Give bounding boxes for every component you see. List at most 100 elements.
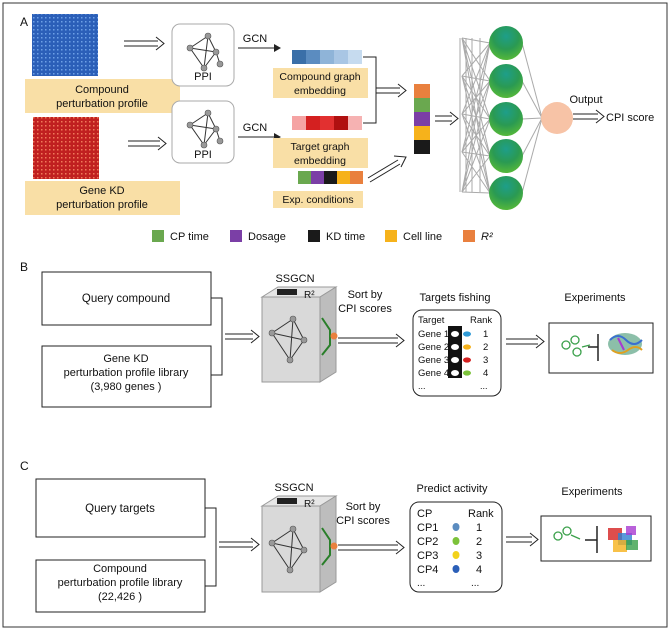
legend-swatch-kd-time	[308, 230, 320, 242]
genekd-label-box	[25, 181, 180, 215]
arrow-output	[573, 109, 605, 124]
panel-b-sort-line2: CPI scores	[338, 303, 392, 315]
arrow-b-to-model	[225, 329, 260, 344]
ppi-network-bottom	[171, 100, 235, 164]
genekd-library-line1: Gene KD	[103, 353, 148, 365]
compound-label-line2: perturbation profile	[56, 98, 148, 110]
genekd-library-line3: (3,980 genes )	[91, 381, 162, 393]
legend: CP time Dosage KD time Cell line R²	[152, 230, 493, 243]
panel-c-rank4: 4	[476, 564, 482, 576]
ppi-label-top: PPI	[194, 71, 212, 83]
compound-embedding-vector	[292, 50, 362, 64]
target-embedding-label-box	[273, 138, 368, 168]
genekd-profile-heatmap	[33, 117, 99, 179]
arrow-c-to-experiments	[506, 532, 539, 547]
exp-conditions-vector	[298, 171, 363, 184]
panel-b-row4-name: Gene 4	[418, 368, 449, 379]
output-node	[541, 102, 573, 134]
ppi-network-top	[171, 23, 235, 87]
panel-b-row2-name: Gene 2	[418, 342, 449, 353]
panel-c-col-rank: Rank	[468, 508, 494, 520]
panel-b-ellipsis-right: ...	[480, 381, 488, 391]
panel-c-rank2: 2	[476, 536, 482, 548]
arrow-c-to-model	[219, 537, 260, 552]
concatenated-feature-vector	[414, 84, 430, 154]
target-embedding-line1: Target graph	[291, 141, 350, 153]
panel-b-letter: B	[20, 260, 28, 274]
panel-c-rank-icons	[452, 523, 460, 573]
panel-b-model-label: SSGCN	[275, 273, 314, 285]
panel-b-rank-icons	[463, 331, 471, 376]
panel-b-input-bracket	[211, 297, 223, 376]
panel-a-letter: A	[20, 15, 28, 29]
query-targets-label: Query targets	[85, 503, 155, 515]
genekd-library-line2: perturbation profile library	[64, 367, 189, 379]
target-embedding-line2: embedding	[294, 155, 346, 167]
output-label: Output	[569, 94, 602, 106]
compound-embedding-line2: embedding	[294, 85, 346, 97]
panel-b-ssgcn-cube: R²	[260, 286, 338, 383]
panel-b-rank1: 1	[483, 329, 488, 340]
arrow-concat-to-network	[435, 111, 459, 126]
arrow-b-to-experiments	[506, 334, 545, 349]
panel-c-row3-name: CP3	[417, 550, 438, 562]
legend-label-dosage: Dosage	[248, 231, 286, 243]
compound-library-line2: perturbation profile library	[58, 577, 183, 589]
arrow-compound-to-ppi	[124, 36, 165, 51]
panel-c-results-box	[409, 501, 503, 593]
panel-c-col-cp: CP	[417, 508, 432, 520]
legend-label-cp-time: CP time	[170, 231, 209, 243]
panel-c-protein	[608, 526, 638, 552]
panel-b-structure-strip	[448, 326, 462, 378]
exp-conditions-label: Exp. conditions	[282, 194, 353, 206]
compound-library-line1: Compound	[93, 563, 147, 575]
panel-c-row2-name: CP2	[417, 536, 438, 548]
panel-c-letter: C	[20, 459, 29, 473]
genekd-label-line2: perturbation profile	[56, 199, 148, 211]
panel-c-r2: R²	[304, 499, 315, 510]
compound-label-box	[25, 79, 180, 113]
embedding-bracket	[363, 56, 377, 124]
legend-label-cell-line: Cell line	[403, 231, 442, 243]
exp-conditions-label-box	[273, 191, 363, 208]
panel-c-model-label: SSGCN	[274, 482, 313, 494]
panel-c-input-bracket	[205, 507, 217, 587]
gcn-label-top: GCN	[243, 33, 268, 45]
panel-c-ssgcn-cube: R²	[260, 495, 338, 593]
panel-b-sort-line1: Sort by	[348, 289, 383, 301]
legend-label-kd-time: KD time	[326, 231, 365, 243]
figure-frame	[2, 2, 668, 628]
compound-library-box	[35, 559, 206, 613]
genekd-label-line1: Gene KD	[79, 185, 124, 197]
panel-b-molecule	[561, 335, 591, 357]
panel-b-protein	[608, 333, 643, 355]
ppi-label-bottom: PPI	[194, 149, 212, 161]
panel-b-row1-name: Gene 1	[418, 329, 449, 340]
panel-c-sort-line2: CPI scores	[336, 515, 390, 527]
panel-c-experiments-title: Experiments	[561, 486, 623, 498]
hidden-layer-nodes	[489, 26, 523, 210]
panel-b-rank2: 2	[483, 342, 488, 353]
panel-c-results-title: Predict activity	[417, 483, 488, 495]
legend-label-r2: R²	[481, 231, 493, 243]
compound-embedding-label-box	[273, 68, 368, 98]
panel-c-rank1: 1	[476, 522, 482, 534]
panel-b-results-title: Targets fishing	[420, 292, 491, 304]
target-embedding-vector	[292, 116, 362, 130]
legend-swatch-cell-line	[385, 230, 397, 242]
legend-swatch-dosage	[230, 230, 242, 242]
panel-c-ellipsis-left: ...	[417, 578, 425, 589]
panel-c-ellipsis-right: ...	[471, 578, 479, 589]
compound-profile-heatmap	[32, 14, 98, 76]
panel-c-molecule	[553, 526, 581, 541]
arrow-b-to-results	[338, 333, 405, 348]
query-targets-box	[35, 478, 206, 538]
query-compound-label: Query compound	[82, 293, 170, 305]
panel-b-experiments-title: Experiments	[564, 292, 626, 304]
arrow-c-to-results	[338, 540, 405, 555]
panel-b-col-rank: Rank	[470, 315, 492, 326]
panel-c-row1-name: CP1	[417, 522, 438, 534]
panel-c-experiments-box	[540, 515, 652, 562]
